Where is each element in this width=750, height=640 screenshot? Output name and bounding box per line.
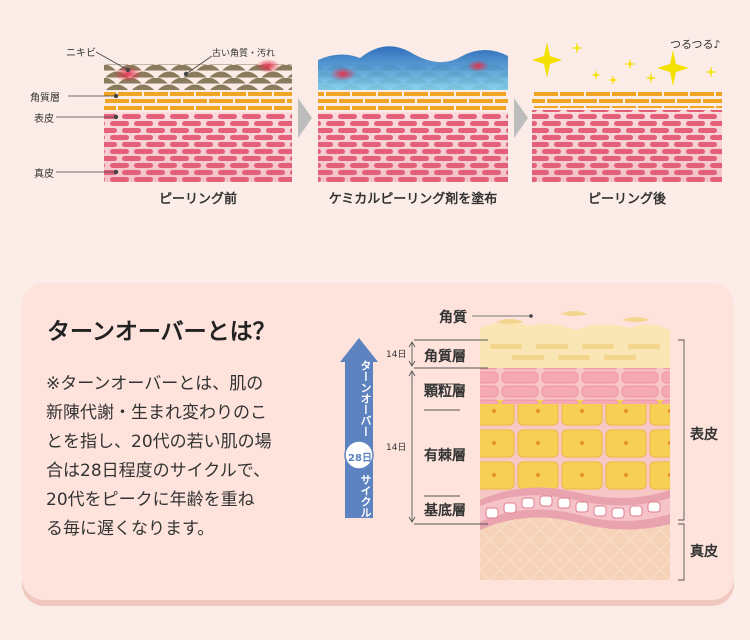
label-stratum-corneum: 角質層 — [30, 93, 60, 104]
group-dermis: 真皮 — [690, 544, 718, 560]
turnover-arrow — [340, 338, 378, 518]
sparkle-icons — [532, 42, 717, 86]
description-line: ※ターンオーバーとは、肌の — [46, 374, 264, 394]
label-acne: ニキビ — [66, 48, 96, 59]
description-line: 新陳代謝・生まれ変わりのこ — [46, 403, 267, 423]
arrow-label-turnover: ターンオーバー — [359, 360, 372, 437]
peeling-process-diagram — [56, 42, 722, 182]
caption-after: ピーリング後 — [587, 192, 666, 207]
arrow-badge-28-days: 28日 — [348, 453, 372, 464]
label-dermis: 真皮 — [34, 169, 54, 180]
description-line: とを指し、20代の若い肌の場 — [46, 432, 272, 452]
description-line: 20代をピークに年齢を重ね — [46, 490, 255, 510]
turnover-title: ターンオーバーとは？ — [47, 318, 276, 345]
layer-granular: 顆粒層 — [424, 384, 466, 400]
description-line: 合は28日程度のサイクルで、 — [46, 461, 271, 481]
group-epidermis: 表皮 — [690, 427, 718, 443]
layer-spinous: 有棘層 — [424, 448, 466, 464]
skin-layers-diagram — [340, 311, 685, 581]
description-line: る毎に遅くなります。 — [46, 519, 215, 539]
arrow-1 — [298, 98, 312, 138]
label-epidermis: 表皮 — [34, 114, 54, 125]
layer-stratum-corneum: 角質層 — [424, 349, 466, 365]
caption-applying: ケミカルピーリング剤を塗布 — [328, 192, 498, 207]
label-old-keratin: 古い角質・汚れ — [212, 49, 276, 59]
panel-before — [104, 59, 292, 182]
duration-upper: 14日 — [386, 350, 407, 360]
layer-keratin: 角質 — [439, 310, 467, 326]
duration-lower: 14日 — [386, 443, 407, 453]
arrow-2 — [514, 98, 528, 138]
layer-basal: 基底層 — [424, 503, 466, 519]
panel-applying — [318, 46, 508, 182]
caption-before: ピーリング前 — [158, 192, 237, 207]
callout-lines — [56, 51, 213, 175]
turnover-description: ※ターンオーバーとは、肌の 新陳代謝・生まれ変わりのこ とを指し、20代の若い肌… — [46, 370, 321, 544]
label-smooth: つるつる♪ — [670, 38, 721, 51]
arrow-label-cycle: サイクル — [359, 474, 372, 518]
panel-after — [532, 90, 722, 182]
